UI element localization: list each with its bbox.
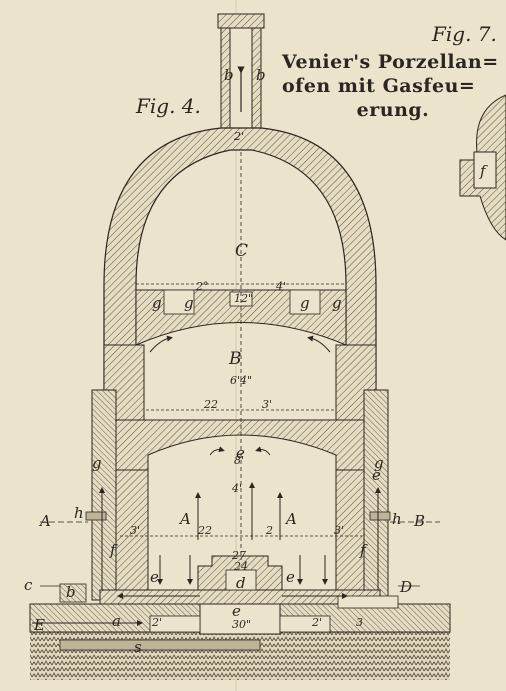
dim-a-width-centre: 22	[197, 524, 212, 537]
lower-walls	[85, 469, 391, 591]
dim-b-height: 6'4"	[230, 374, 252, 387]
dim-b-width-right: 3'	[262, 398, 272, 411]
label-h-right: h	[392, 510, 402, 528]
dim-a-width-left: 3'	[130, 524, 140, 537]
fig7-label: Fig. 7.	[432, 22, 497, 46]
label-g2: g	[184, 294, 194, 312]
dim-base-right: 2'	[311, 616, 322, 629]
label-h-left: h	[74, 504, 84, 522]
ground-fill	[30, 632, 450, 680]
label-f-right: f	[359, 541, 368, 559]
label-a-small: a	[112, 612, 121, 630]
dim-a-width-right: 3'	[334, 524, 344, 537]
label-e-lower-left: e	[150, 568, 159, 586]
chimney	[217, 13, 265, 139]
dim-dome-top-left: 2°	[195, 280, 209, 293]
label-g1: g	[152, 294, 162, 312]
dim-base-left: 2'	[151, 616, 162, 629]
label-b-chimney-right: b	[256, 66, 266, 84]
label-a-left: A	[178, 510, 191, 528]
dim-b-width-left: 22	[203, 398, 218, 411]
label-g4: g	[332, 294, 342, 312]
label-d-right: D	[399, 578, 412, 596]
label-d: d	[236, 574, 246, 592]
label-b: B	[228, 349, 242, 369]
dim-a-width-far: 2	[265, 524, 273, 537]
label-g3: g	[300, 294, 310, 312]
label-e-lower-right: e	[286, 568, 295, 586]
title-line-1: Venier's Porzellan=	[282, 51, 499, 73]
label-c-left: c	[24, 576, 33, 594]
dim-e-width: 30"	[232, 618, 251, 631]
dim-d-mid: 24	[233, 560, 248, 573]
label-f-fig7: f	[479, 162, 488, 180]
section-lines	[40, 152, 440, 587]
label-g-side-right: g	[374, 454, 384, 472]
dim-d-top: 27	[231, 549, 246, 562]
fig4-label: Fig. 4.	[136, 94, 201, 118]
lower-arch	[115, 419, 365, 471]
label-f-left: f	[109, 541, 118, 559]
fig7-partial-drawing	[459, 94, 506, 241]
label-b-small: b	[66, 583, 76, 601]
title-line-2: ofen mit Gasfeu=	[282, 75, 476, 97]
dim-dome-top-right: 4'	[275, 280, 286, 293]
plate-title: Venier's Porzellan= ofen mit Gasfeu= eru…	[282, 50, 504, 122]
dim-a-height-lower: 4'	[231, 482, 242, 495]
title-line-3: erung.	[356, 99, 430, 121]
label-g-side-left: g	[92, 454, 102, 472]
label-s: s	[134, 638, 142, 656]
dim-base-far: 3	[356, 616, 363, 629]
dim-dome-centre: 12"	[234, 292, 253, 305]
label-b-chimney-left: b	[224, 66, 234, 84]
dim-chimney: 2'	[233, 130, 244, 143]
label-c: C	[235, 241, 248, 261]
label-a-right: A	[284, 510, 297, 528]
label-section-b: B	[413, 512, 425, 530]
label-section-a: A	[38, 512, 51, 530]
middle-walls	[91, 344, 389, 601]
base-section	[29, 583, 451, 651]
label-e-chamber: e	[232, 602, 241, 620]
label-e-big: E	[33, 616, 45, 634]
dim-a-height: 8'	[234, 454, 244, 467]
label-e-left: e	[236, 444, 245, 462]
flow-arrows	[99, 335, 381, 599]
floor-section	[99, 555, 381, 605]
label-e-right: e	[372, 466, 381, 484]
